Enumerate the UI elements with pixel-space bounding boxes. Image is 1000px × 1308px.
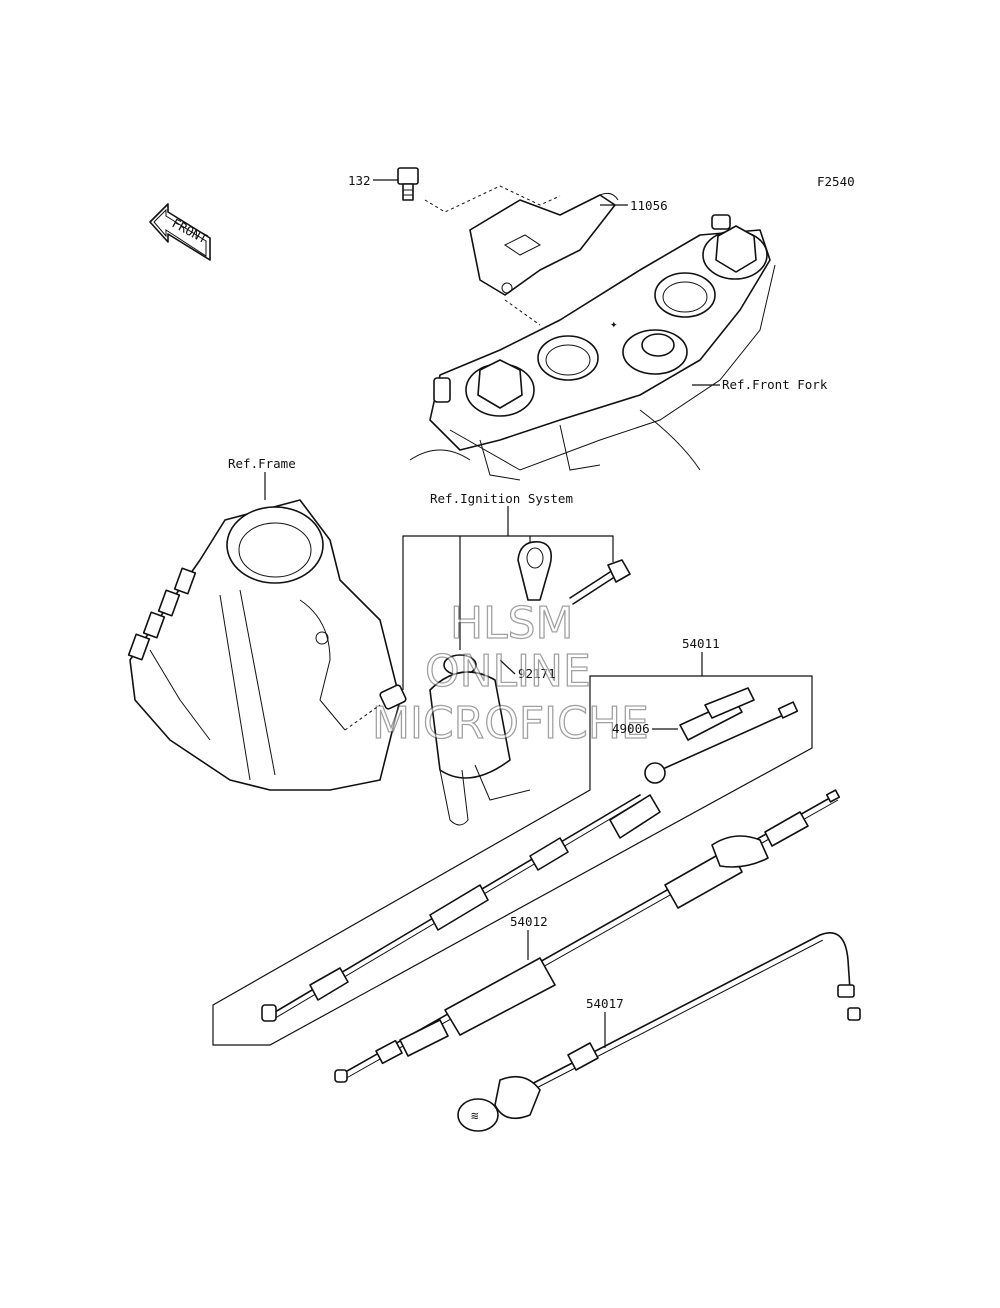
fork-top-bracket: ✦ [409, 214, 776, 481]
watermark: HLSM ONLINE MICROFICHE [371, 597, 649, 749]
figure-code: F2540 [817, 174, 855, 189]
callout-11056: 11056 [630, 198, 668, 213]
callout-49006: 49006 [612, 721, 650, 736]
watermark-line2: ONLINE [425, 646, 591, 697]
choke-cable-54017: ≋ [457, 932, 861, 1132]
clamp-bolt [517, 541, 631, 605]
bracket-11056 [469, 192, 619, 296]
callout-54012: 54012 [510, 914, 548, 929]
bracket-mark-icon: ✦ [610, 316, 618, 331]
callout-132: 132 [348, 173, 371, 188]
front-arrow-icon: FRONT [149, 203, 211, 261]
callout-54017: 54017 [586, 996, 624, 1011]
callout-ref-front-fork: Ref.Front Fork [722, 377, 828, 392]
choke-knob-icon: ≋ [471, 1108, 479, 1123]
watermark-line3: MICROFICHE [372, 698, 649, 749]
callout-ref-frame: Ref.Frame [228, 456, 296, 471]
cable-54011 [261, 701, 799, 1022]
bolt-132 [397, 167, 419, 201]
frame-head [127, 499, 401, 791]
cable-54012 [334, 789, 841, 1083]
callout-54011: 54011 [682, 636, 720, 651]
sleeve-49006 [679, 687, 755, 741]
callout-ref-ignition: Ref.Ignition System [430, 491, 573, 506]
callout-92171: 92171 [518, 666, 556, 681]
sleeve-92171 [379, 654, 531, 826]
watermark-line1: HLSM [450, 598, 574, 649]
